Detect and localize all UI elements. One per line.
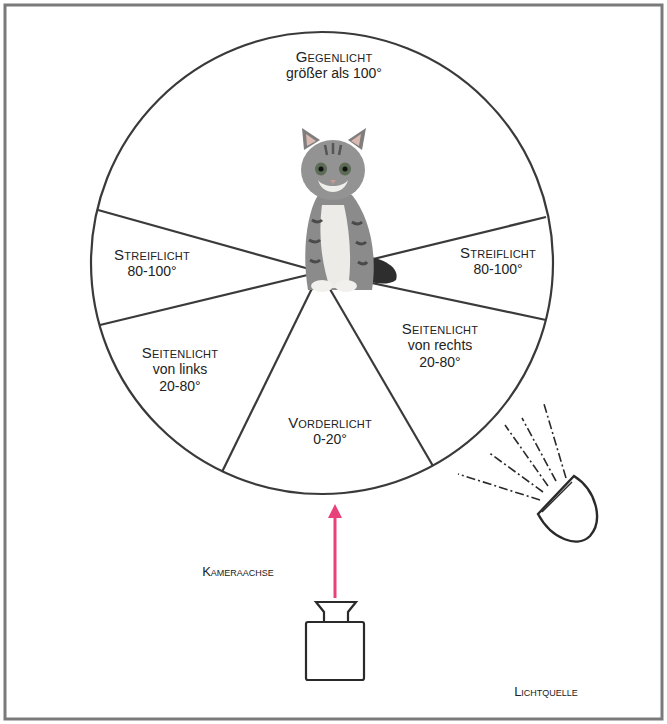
light-sector: Gegenlichtgrößer als 100° [286, 48, 382, 82]
camera-axis-arrow [328, 504, 342, 598]
sector-angle: 80-100° [460, 261, 536, 278]
sector-title: Gegenlicht [286, 48, 382, 65]
sector-title: Seitenlicht [142, 344, 218, 361]
lighting-circle [91, 32, 553, 494]
sector-title: Vorderlicht [288, 414, 372, 431]
annotation: Kameraachse [202, 564, 274, 580]
sector-angle: von links 20-80° [143, 361, 217, 395]
sector-title: Seitenlicht [399, 320, 481, 337]
light-sector: Seitenlichtvon rechts 20-80° [399, 320, 481, 371]
light-sector: Streiflicht80-100° [460, 244, 536, 278]
sector-angle: 80-100° [114, 263, 190, 280]
camera-symbol [306, 602, 364, 680]
sector-title: Streiflicht [460, 244, 536, 261]
annotation: Lichtquelle [514, 684, 578, 700]
annotation-label: Lichtquelle [514, 684, 578, 700]
sector-angle: 0-20° [290, 431, 370, 448]
annotation-label: Kameraachse [202, 564, 274, 580]
light-sector: Vorderlicht0-20° [288, 414, 372, 448]
sector-angle: von rechts 20-80° [399, 337, 481, 371]
light-sector: Streiflicht80-100° [114, 246, 190, 280]
light-sector: Seitenlichtvon links 20-80° [142, 344, 218, 395]
sector-title: Streiflicht [114, 246, 190, 263]
sector-angle: größer als 100° [286, 65, 382, 82]
kitten-picture [301, 128, 397, 292]
light-source-symbol [458, 404, 597, 541]
frame [5, 5, 662, 719]
